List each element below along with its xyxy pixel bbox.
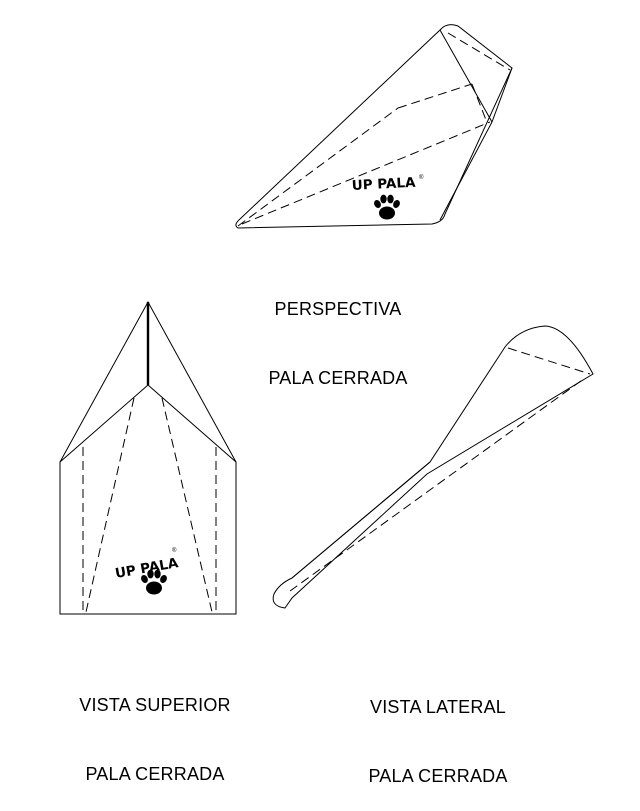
top-view-caption: VISTA SUPERIOR PALA CERRADA [50,648,260,809]
side-view-caption-line2: PALA CERRADA [368,766,508,786]
side-view-caption: VISTA LATERAL PALA CERRADA [338,650,538,811]
svg-text:®: ® [172,547,177,554]
perspective-caption: PERSPECTIVA PALA CERRADA [238,252,438,413]
logo-text: UP PALA [351,175,416,194]
top-view-caption-line1: VISTA SUPERIOR [79,695,231,715]
top-logo: UP PALA ® [114,547,180,595]
svg-text:®: ® [419,174,424,181]
perspective-caption-line2: PALA CERRADA [268,368,408,388]
side-view [272,325,594,609]
top-view-caption-line2: PALA CERRADA [85,764,225,784]
perspective-logo: UP PALA ® [351,174,424,220]
paw-icon [372,194,402,220]
perspective-view [235,24,513,229]
top-view [59,300,237,615]
perspective-caption-line1: PERSPECTIVA [274,299,402,319]
technical-drawing: UP PALA ® UP PALA ® [59,24,594,615]
side-view-caption-line1: VISTA LATERAL [370,697,506,717]
